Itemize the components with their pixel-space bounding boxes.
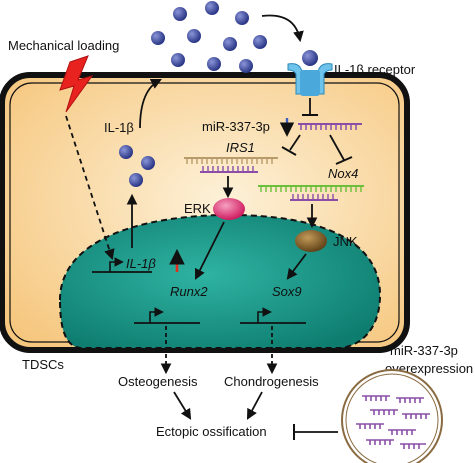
- jnk-node: [295, 230, 327, 252]
- receptor-icon: [287, 63, 333, 96]
- nox4-mrna: [258, 185, 364, 201]
- mir337-label: miR-337-3p: [202, 119, 270, 134]
- overexpression-cell: [341, 369, 443, 463]
- arrow-secretion-up: [139, 79, 162, 129]
- intracellular-il1b: [119, 145, 155, 187]
- sox9-label: Sox9: [272, 284, 302, 299]
- mirna-inhibits-nox4-line: [329, 134, 345, 161]
- nox4-label: Nox4: [328, 166, 358, 181]
- il1b-gene-label: IL-1β: [126, 256, 156, 271]
- runx2-label: Runx2: [170, 284, 208, 299]
- erk-node: [213, 198, 245, 220]
- mirna-inhibits-nox4-bar: [335, 156, 353, 165]
- runx2-gene-promoter: [134, 307, 200, 324]
- erk-label: ERK: [184, 201, 211, 216]
- il1b-ligand-cluster: [151, 1, 267, 73]
- il1b-receptor-label: IL-1β receptor: [334, 62, 416, 77]
- arrow-osteogenesis-to-ossification: [173, 391, 192, 420]
- mirna-strand: [298, 123, 362, 130]
- overexpression-cell-inner: [345, 373, 439, 463]
- irs1-mrna: [184, 157, 278, 173]
- arrow-jnk-to-sox9: [286, 253, 307, 280]
- ectopic-ossification-label: Ectopic ossification: [156, 424, 267, 439]
- mirna-inhibits-irs1-line: [289, 134, 301, 151]
- lightning-bolt-icon: [59, 55, 94, 113]
- arrow-ligand-to-receptor: [261, 14, 304, 43]
- overexpression-mirnas: [356, 395, 430, 449]
- osteogenesis-label: Osteogenesis: [118, 374, 198, 389]
- il1b-ligand-label: IL-1β: [104, 120, 134, 135]
- tdscs-label: TDSCs: [22, 357, 64, 372]
- sox9-gene-promoter: [240, 307, 306, 324]
- mirna-inhibits-irs1-bar: [281, 146, 297, 156]
- loading-to-nucleus-dashed: [65, 115, 115, 261]
- jnk-label: JNK: [333, 234, 358, 249]
- arrow-chondrogenesis-to-ossification: [246, 391, 263, 420]
- chondrogenesis-label: Chondrogenesis: [224, 374, 319, 389]
- mechanical-loading-label: Mechanical loading: [8, 38, 119, 53]
- arrow-erk-to-runx2: [195, 221, 225, 280]
- receptor-bound-ligand: [302, 50, 318, 66]
- il1b-gene-promoter: [92, 257, 152, 273]
- irs1-label: IRS1: [226, 140, 255, 155]
- overexpression-label-line1: miR-337-3p: [390, 343, 458, 358]
